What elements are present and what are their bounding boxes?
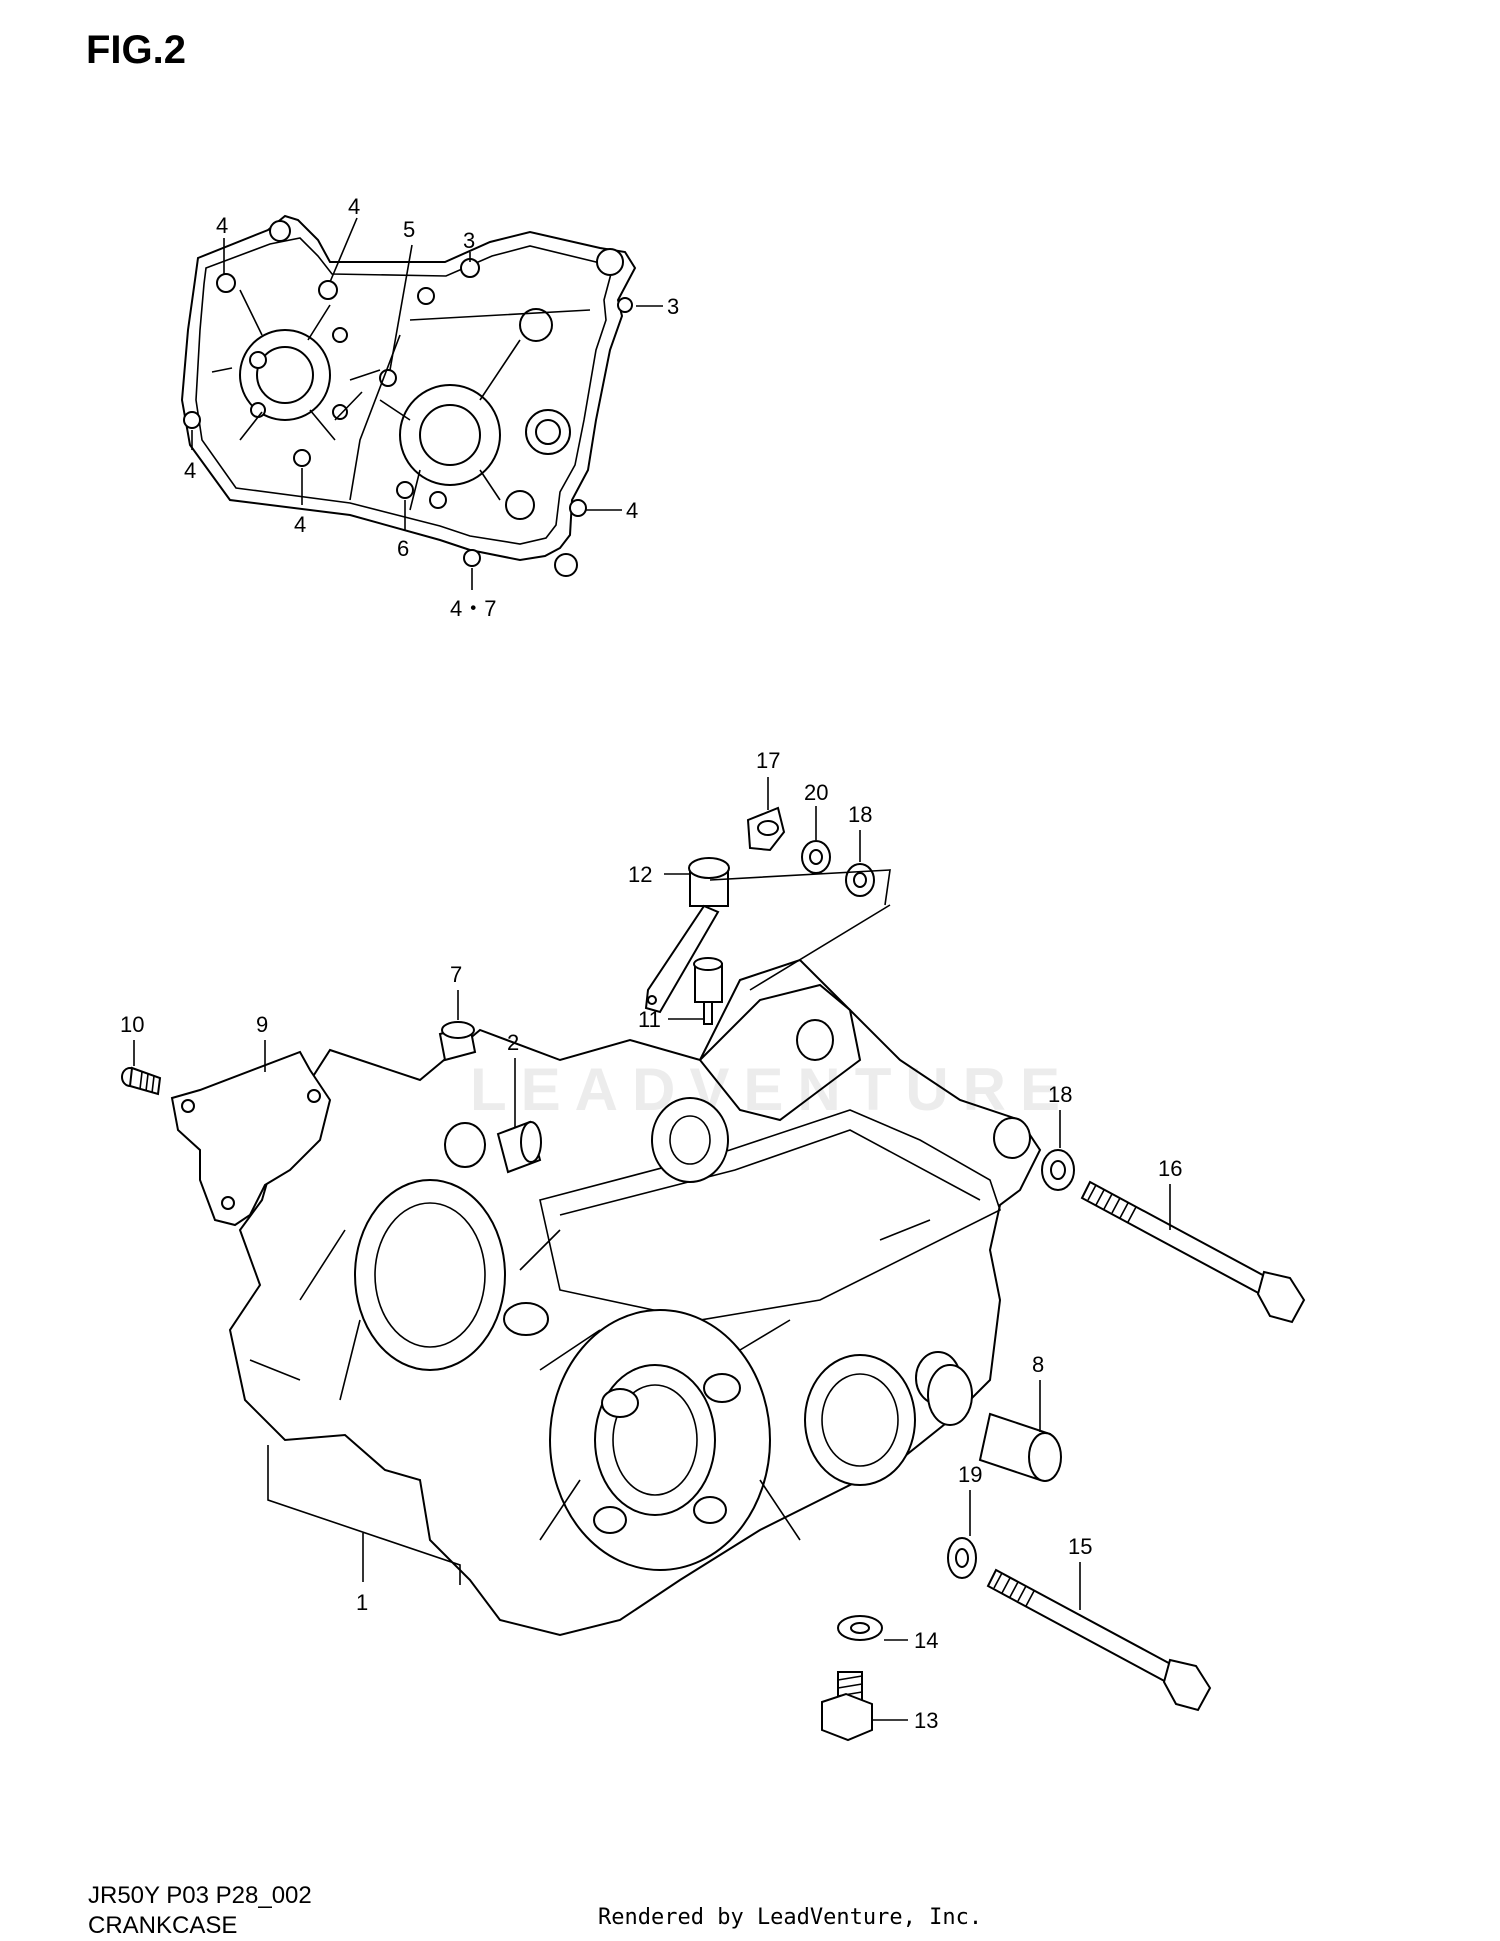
callout-2: 2 bbox=[507, 1030, 519, 1055]
callout-20: 20 bbox=[804, 780, 828, 805]
part-12-bracket bbox=[644, 857, 730, 1014]
watermark-text: LEADVENTURE bbox=[470, 1056, 1075, 1123]
callout-8: 8 bbox=[1032, 1352, 1044, 1377]
gasket-callout-4: 4 bbox=[294, 512, 306, 537]
gasket-callout-3: 3 bbox=[463, 228, 475, 253]
part-11-pin bbox=[693, 957, 723, 1025]
crankcase-leader-lines bbox=[133, 777, 1171, 1721]
gasket-callout-3: 3 bbox=[667, 294, 679, 319]
callout-19: 19 bbox=[958, 1462, 982, 1487]
callout-7: 7 bbox=[450, 962, 462, 987]
gasket-callout-4: 4 bbox=[184, 458, 196, 483]
gasket-callout-4-7: 4・7 bbox=[450, 596, 496, 621]
part-18-washer-top bbox=[845, 863, 875, 897]
part-19-washer bbox=[947, 1537, 977, 1579]
gasket-callout-4: 4 bbox=[348, 194, 360, 219]
gasket-callout-4: 4 bbox=[216, 213, 228, 238]
part-20-washer bbox=[801, 840, 831, 874]
gasket-callout-6: 6 bbox=[397, 536, 409, 561]
part-17-nut bbox=[746, 806, 786, 852]
callout-10: 10 bbox=[120, 1012, 144, 1037]
callout-12: 12 bbox=[628, 862, 652, 887]
part-8-collar bbox=[927, 1364, 1062, 1482]
callout-18: 18 bbox=[1048, 1082, 1072, 1107]
callout-18: 18 bbox=[848, 802, 872, 827]
part-13-bolt bbox=[821, 1671, 873, 1742]
figure-title: FIG.2 bbox=[86, 28, 187, 72]
crankcase-drawing bbox=[228, 958, 1042, 1637]
callout-16: 16 bbox=[1158, 1156, 1182, 1181]
callout-13: 13 bbox=[914, 1708, 938, 1733]
part-9-cover-plate bbox=[170, 1050, 332, 1227]
callout-11: 11 bbox=[638, 1007, 661, 1032]
crankcase-gasket-drawing bbox=[180, 214, 637, 577]
part-7-dowel bbox=[438, 1021, 477, 1062]
part-10-screw bbox=[121, 1066, 162, 1096]
part-2-dowel-pin bbox=[496, 1120, 542, 1174]
callout-15: 15 bbox=[1068, 1534, 1092, 1559]
part-15-bolt bbox=[986, 1568, 1212, 1712]
diagram-name: CRANKCASE bbox=[88, 1912, 238, 1939]
gasket-leader-lines bbox=[191, 217, 663, 590]
diagram-code: JR50Y P03 P28_002 bbox=[88, 1882, 312, 1909]
part-16-long-bolt bbox=[1080, 1180, 1306, 1324]
gasket-callout-4: 4 bbox=[626, 498, 638, 523]
part-14-washer bbox=[837, 1615, 883, 1641]
callout-14: 14 bbox=[914, 1628, 938, 1653]
callout-9: 9 bbox=[256, 1012, 268, 1037]
callout-17: 17 bbox=[756, 748, 780, 773]
callout-1: 1 bbox=[356, 1590, 368, 1615]
gasket-callout-5: 5 bbox=[403, 217, 415, 242]
render-credit: Rendered by LeadVenture, Inc. bbox=[598, 1905, 983, 1930]
part-18-washer-right bbox=[1041, 1149, 1075, 1191]
